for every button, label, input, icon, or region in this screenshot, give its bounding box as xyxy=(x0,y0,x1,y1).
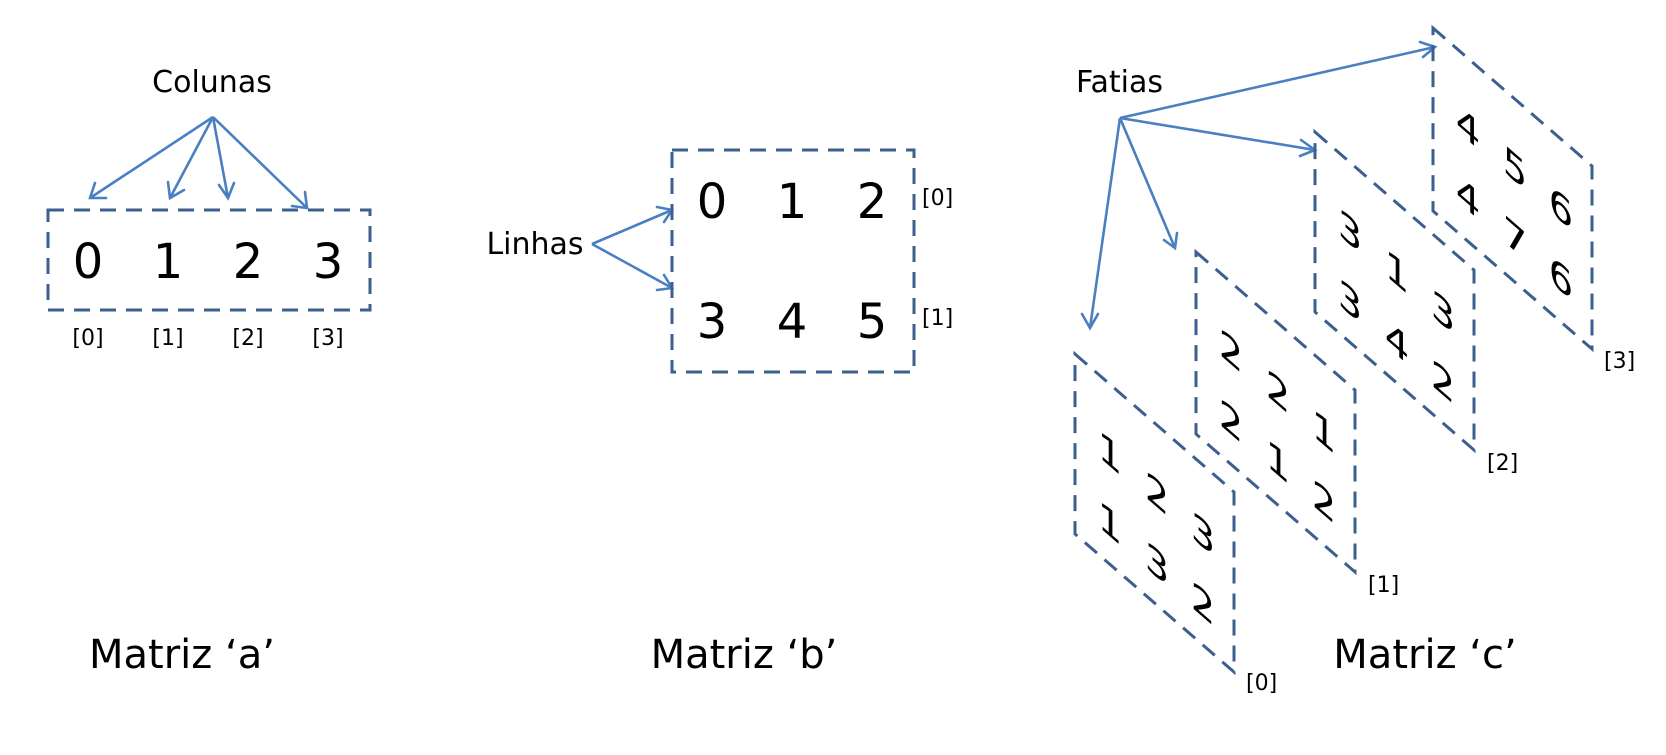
slice-3: 4 5 6 4 7 6 [3] xyxy=(1431,24,1635,374)
colunas-arrows xyxy=(88,115,309,210)
slice-value: 5 xyxy=(1503,136,1527,201)
slice-value: 4 xyxy=(1456,95,1480,160)
matrix-b-row-index: [1] xyxy=(922,306,953,331)
slice-1: 2 2 1 2 1 2 [1] xyxy=(1194,248,1399,598)
matrix-b-value: 4 xyxy=(777,294,808,350)
slice-value: 6 xyxy=(1549,246,1573,311)
matrix-a-index: [0] xyxy=(72,326,103,351)
slice-value: 3 xyxy=(1431,280,1455,345)
matrix-b-value: 2 xyxy=(857,174,888,230)
slice-value: 2 xyxy=(1219,389,1243,454)
linhas-label: Linhas xyxy=(486,227,583,262)
matrix-a-value: 0 xyxy=(73,234,104,290)
slice-value: 1 xyxy=(1266,430,1290,495)
slice-0-frame xyxy=(1073,350,1236,676)
matrix-b-value: 0 xyxy=(697,174,728,230)
slice-value: 3 xyxy=(1338,269,1362,334)
slice-value: 2 xyxy=(1191,572,1215,637)
slice-value: 7 xyxy=(1503,206,1527,271)
slice-index: [0] xyxy=(1246,671,1277,696)
slice-0: 1 2 3 1 3 2 [0] xyxy=(1073,350,1277,696)
slice-value: 4 xyxy=(1456,165,1480,230)
slice-value: 3 xyxy=(1145,532,1169,597)
matrix-a-index: [2] xyxy=(232,326,263,351)
slice-1-frame xyxy=(1194,248,1357,576)
slice-value: 2 xyxy=(1431,350,1455,415)
slice-value: 2 xyxy=(1312,470,1336,535)
slice-value: 2 xyxy=(1266,360,1290,425)
matrix-a-title: Matriz ‘a’ xyxy=(89,632,275,678)
matrix-b-row-index: [0] xyxy=(922,186,953,211)
slice-index: [3] xyxy=(1604,349,1635,374)
slice-index: [2] xyxy=(1487,451,1518,476)
linhas-arrows xyxy=(591,205,675,292)
matrix-a-value: 3 xyxy=(313,234,344,290)
matrix-b-frame xyxy=(670,148,916,374)
matrix-c: Fatias 4 5 6 4 7 6 [3] xyxy=(1073,24,1635,696)
slice-value: 2 xyxy=(1145,462,1169,527)
matrix-a: Colunas 0 1 2 3 [0] [1] [2] [3] Matriz ‘… xyxy=(46,65,372,678)
matrix-c-title: Matriz ‘c’ xyxy=(1333,632,1516,678)
matrix-b: Linhas 0 1 2 3 4 5 [0] [1] Matriz ‘b’ xyxy=(486,148,953,678)
matrix-a-value: 1 xyxy=(153,234,184,290)
fatias-label: Fatias xyxy=(1076,65,1163,100)
fatias-arrows xyxy=(1080,40,1438,331)
slice-value: 1 xyxy=(1098,421,1122,486)
slice-value: 2 xyxy=(1219,319,1243,384)
slice-value: 1 xyxy=(1098,491,1122,556)
slice-value: 4 xyxy=(1385,310,1409,375)
matrix-a-index: [3] xyxy=(312,326,343,351)
slice-value: 3 xyxy=(1191,502,1215,567)
matrix-b-value: 5 xyxy=(857,294,888,350)
slice-2-frame xyxy=(1313,128,1476,454)
slice-3-frame xyxy=(1431,24,1594,353)
slice-value: 3 xyxy=(1338,199,1362,264)
matrix-b-value: 1 xyxy=(777,174,808,230)
slice-value: 1 xyxy=(1385,240,1409,305)
slice-index: [1] xyxy=(1368,573,1399,598)
colunas-label: Colunas xyxy=(152,65,272,100)
matrix-b-value: 3 xyxy=(697,294,728,350)
matrix-a-frame xyxy=(46,208,372,312)
matrix-a-value: 2 xyxy=(233,234,264,290)
slice-value: 6 xyxy=(1549,176,1573,241)
matrix-a-index: [1] xyxy=(152,326,183,351)
matrix-b-title: Matriz ‘b’ xyxy=(651,632,838,678)
slice-2: 3 1 3 3 4 2 [2] xyxy=(1313,128,1518,476)
slice-value: 1 xyxy=(1312,400,1336,465)
